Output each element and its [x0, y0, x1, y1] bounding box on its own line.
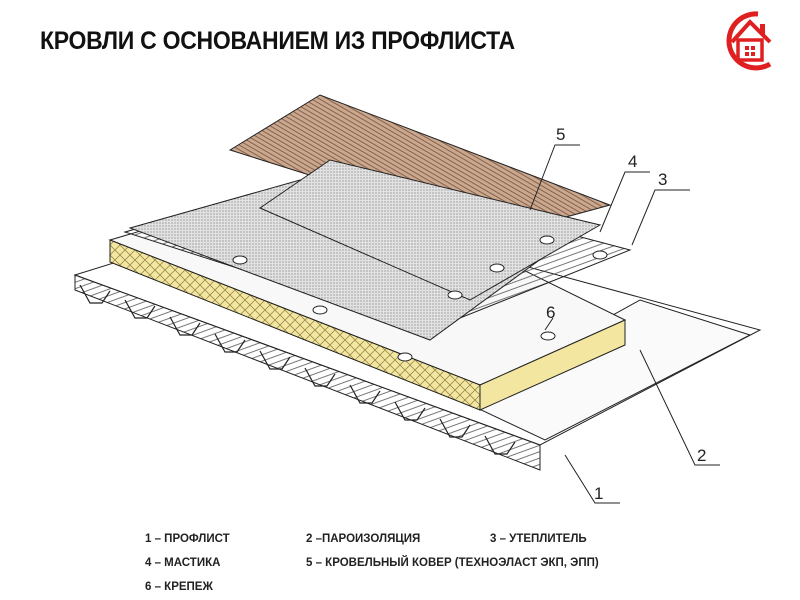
- legend-item-1: 1 – ПРОФЛИСТ: [145, 533, 230, 545]
- legend-item-2: 2 –ПАРОИЗОЛЯЦИЯ: [306, 533, 421, 545]
- house-logo-icon: [726, 11, 772, 71]
- page-title: КРОВЛИ С ОСНОВАНИЕМ ИЗ ПРОФЛИСТА: [40, 27, 515, 55]
- callout-2: 2: [697, 446, 706, 465]
- roof-layers-diagram: 5 4 3 6 2 1: [73, 94, 762, 504]
- legend-item-5: 5 – КРОВЕЛЬНЫЙ КОВЕР (ТЕХНОЭЛАСТ ЭКП, ЭП…: [306, 557, 599, 569]
- callout-lines: [529, 144, 720, 504]
- callout-6: 6: [546, 303, 555, 322]
- legend-item-3: 3 – УТЕПЛИТЕЛЬ: [490, 533, 587, 545]
- fasteners: [232, 235, 608, 362]
- legend-item-6: 6 – КРЕПЕЖ: [145, 581, 213, 593]
- callout-5: 5: [556, 125, 565, 144]
- legend-item-4: 4 – МАСТИКА: [145, 557, 221, 569]
- roofing-carpet-layer: [128, 94, 612, 341]
- callout-4: 4: [628, 152, 637, 171]
- callout-3: 3: [658, 170, 667, 189]
- callout-1: 1: [594, 484, 603, 503]
